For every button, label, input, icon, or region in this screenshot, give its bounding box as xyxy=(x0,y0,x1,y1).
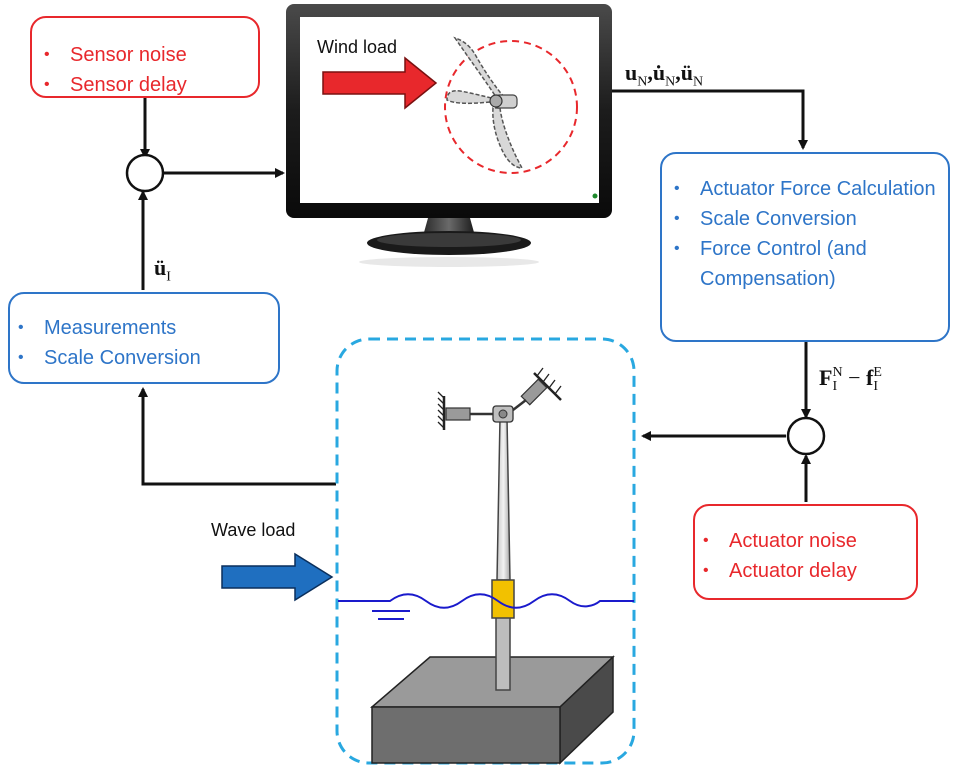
sum-junction-sensor xyxy=(125,153,165,193)
sensor-noise-item: Sensor noise xyxy=(36,40,258,70)
sum-junction-actuator xyxy=(786,416,826,456)
rotor-blade xyxy=(453,36,507,101)
rotor-blade xyxy=(446,90,494,105)
actuator-delay-item: Actuator delay xyxy=(695,556,916,586)
signal-u-n-label: uN,u̇N,üN xyxy=(625,60,704,90)
rotor-illustration xyxy=(444,36,578,174)
force-control-item: Force Control (and Compensation) xyxy=(666,234,936,294)
power-led xyxy=(592,193,598,199)
sensor-delay-item: Sensor delay xyxy=(36,70,258,100)
transition-piece xyxy=(491,579,515,619)
arrow-structure-to-measurement xyxy=(138,387,336,486)
monitor xyxy=(286,4,612,267)
rotor-blade xyxy=(492,107,524,169)
wave-load-label: Wave load xyxy=(211,520,296,540)
arrow-monitor-to-calc xyxy=(612,89,808,150)
actuator-calculation-box: Actuator Force Calculation Scale Convers… xyxy=(660,152,950,342)
sensor-disturbance-box: Sensor noise Sensor delay xyxy=(30,16,260,100)
monitor-screen xyxy=(300,17,599,203)
actuator-noise-item: Actuator noise xyxy=(695,526,916,556)
physical-model-boundary xyxy=(335,337,636,765)
wind-arrow xyxy=(322,56,438,110)
actuator-disturbance-box: Actuator noise Actuator delay xyxy=(693,504,918,600)
actuator-horizontal xyxy=(445,407,471,421)
actuator-force-calc-item: Actuator Force Calculation xyxy=(666,174,936,204)
hub xyxy=(489,94,503,108)
foundation-block xyxy=(369,655,615,765)
wind-load-label: Wind load xyxy=(317,37,398,57)
measurement-box: Measurements Scale Conversion xyxy=(8,292,280,384)
scale-conversion-item: Scale Conversion xyxy=(10,343,278,373)
signal-u-i-label: üI xyxy=(154,255,171,285)
scale-conversion-item: Scale Conversion xyxy=(666,204,936,234)
tower xyxy=(496,417,511,581)
water-surface xyxy=(338,593,634,609)
wave-arrow xyxy=(221,552,334,602)
measurements-item: Measurements xyxy=(10,313,278,343)
actuator-assembly xyxy=(437,367,562,430)
actuator-support-right xyxy=(533,372,562,401)
rotor-swept-circle xyxy=(444,40,578,174)
